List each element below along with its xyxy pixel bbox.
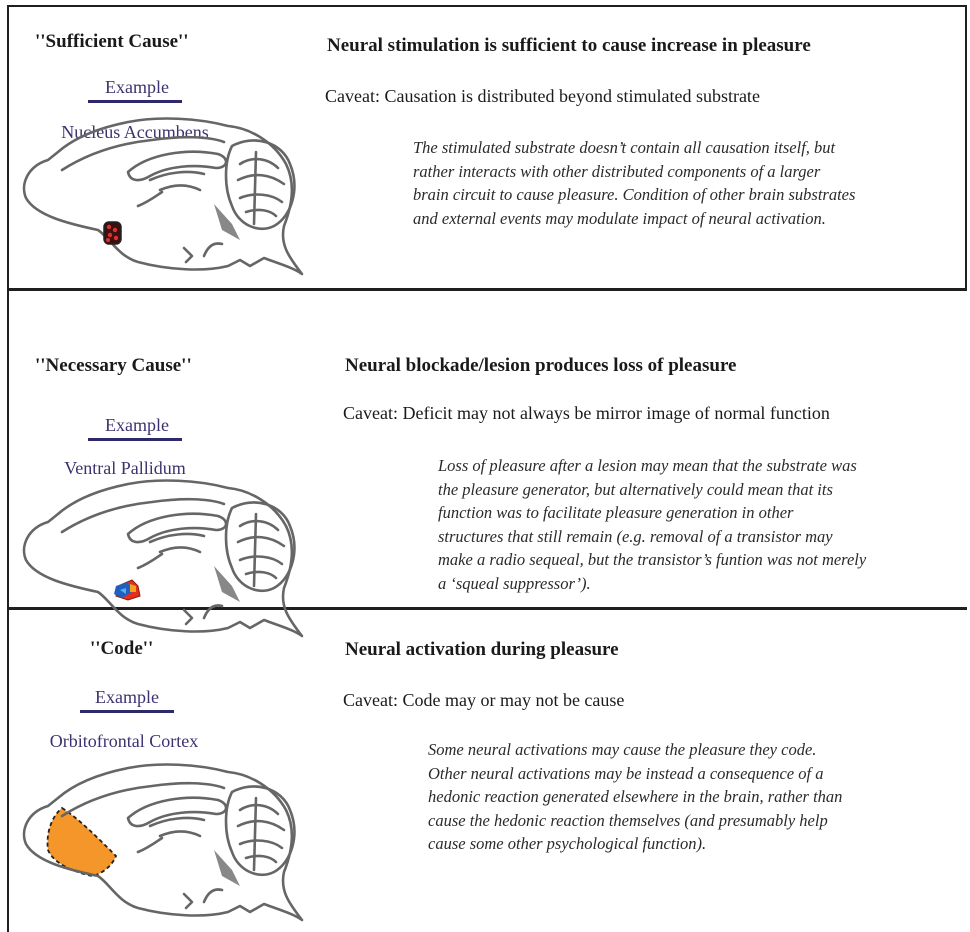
divider-1 [7, 288, 967, 291]
cerebellum [224, 785, 296, 877]
top-border [7, 5, 967, 7]
ventricle-shading [214, 566, 240, 602]
ventricle-shading [214, 204, 240, 240]
example-underline [80, 710, 174, 713]
description: The stimulated substrate doesn’t contain… [413, 136, 953, 230]
description-line: Other neural activations may be instead … [428, 763, 824, 783]
description: Loss of pleasure after a lesion may mean… [438, 454, 958, 595]
description-line: make a radio sequeal, but the transistor… [438, 550, 867, 569]
cerebellum [224, 501, 296, 593]
brain-sagittal-diagram [22, 479, 304, 638]
description-line: function was to facilitate pleasure gene… [438, 503, 794, 522]
panel-heading: Neural activation during pleasure [345, 639, 619, 660]
description: Some neural activations may cause the pl… [428, 738, 958, 856]
region-label: Ventral Pallidum [64, 458, 186, 478]
panel-heading: Neural blockade/lesion produces loss of … [345, 355, 737, 376]
description-line: Loss of pleasure after a lesion may mean… [438, 456, 857, 475]
ventricle-shading [214, 850, 240, 886]
description-line: The stimulated substrate doesn’t contain… [413, 138, 836, 157]
example-underline [88, 100, 182, 103]
example-label: Example [105, 415, 169, 435]
example-label: Example [105, 77, 169, 97]
description-line: hedonic reaction generated elsewhere in … [428, 787, 843, 806]
brain-outline [22, 117, 304, 276]
description-line: and external events may modulate impact … [413, 208, 826, 228]
example-underline [88, 438, 182, 441]
left-border [7, 5, 9, 932]
corpus-callosum [126, 512, 228, 544]
brain-sagittal-diagram [22, 117, 304, 276]
caveat-text: Caveat: Code may or may not be cause [343, 690, 625, 710]
right-border [965, 5, 967, 290]
description-line: Some neural activations may cause the pl… [428, 740, 817, 759]
cortex-line [60, 781, 226, 818]
ventral-pallidum-highlight [114, 579, 141, 601]
caveat-text: Caveat: Causation is distributed beyond … [325, 86, 760, 106]
description-line: brain circuit to cause pleasure. Conditi… [413, 185, 856, 204]
brain-sagittal-diagram [22, 763, 304, 922]
corpus-callosum [126, 796, 228, 828]
corpus-callosum [126, 150, 228, 182]
brain-outline [22, 479, 304, 638]
description-line: structures that still remain (e.g. remov… [438, 526, 833, 546]
example-label: Example [95, 687, 159, 707]
cortex-line [60, 135, 226, 172]
description-line: rather interacts with other distributed … [413, 161, 821, 181]
description-line: cause the hedonic reaction themselves (a… [428, 810, 828, 830]
panel-label: ''Code'' [90, 638, 154, 659]
nucleus-accumbens-highlight [103, 221, 122, 245]
description-line: the pleasure generator, but alternativel… [438, 479, 833, 499]
panel-heading: Neural stimulation is sufficient to caus… [327, 35, 811, 56]
cerebellum [224, 139, 296, 231]
region-label: Orbitofrontal Cortex [49, 731, 199, 751]
cortex-line [60, 497, 226, 534]
description-line: a ‘squeal suppressor’). [438, 573, 591, 593]
brain-outline [22, 763, 304, 922]
description-line: cause some other psychological function)… [428, 834, 707, 853]
caveat-text: Caveat: Deficit may not always be mirror… [343, 403, 830, 423]
panel-label: ''Necessary Cause'' [35, 355, 192, 376]
panel-label: ''Sufficient Cause'' [35, 31, 189, 52]
orbitofrontal-cortex-highlight [46, 806, 118, 877]
divider-2 [7, 607, 967, 610]
